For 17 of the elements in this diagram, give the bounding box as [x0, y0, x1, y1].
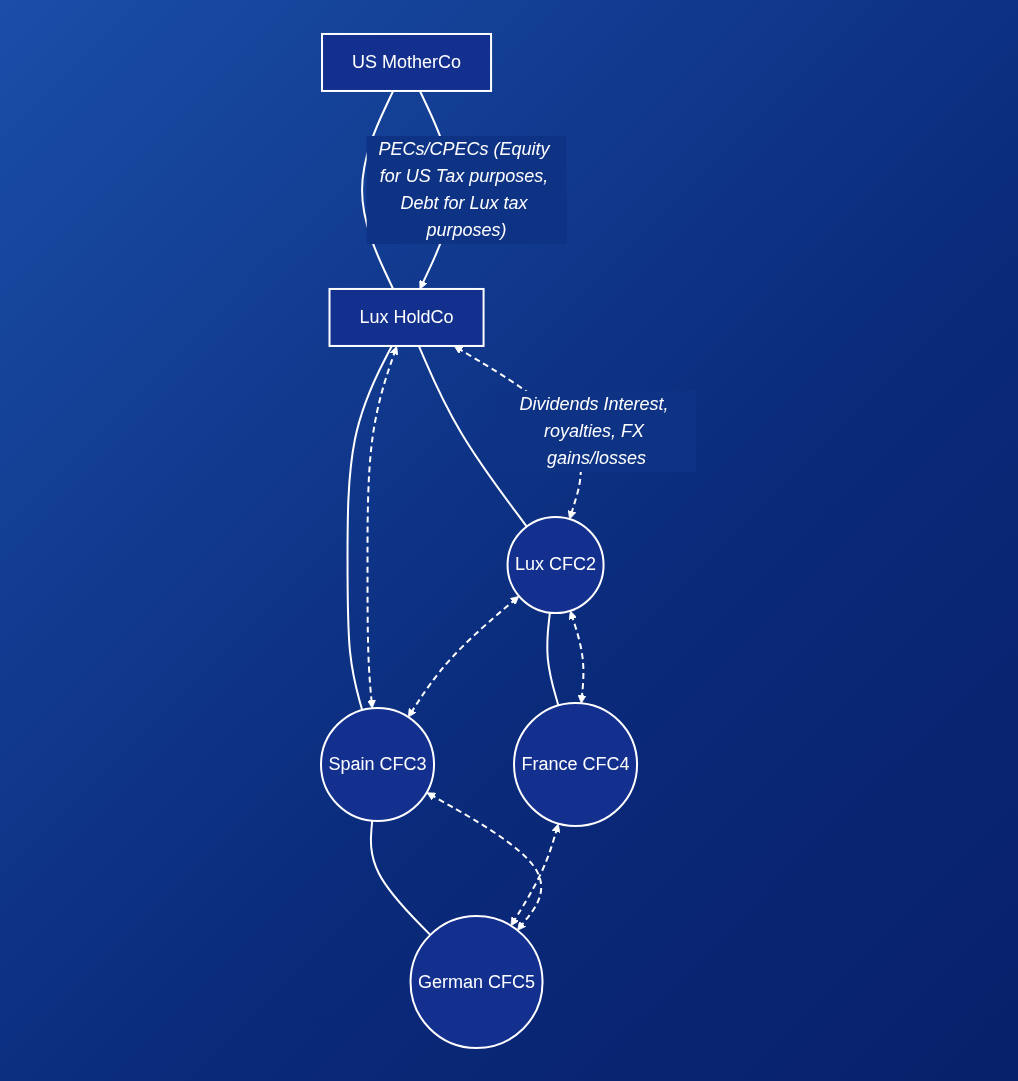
- edge-label: PECs/CPECs (Equity for US Tax purposes, Debt for Lux tax purposes): [378, 138, 550, 240]
- node-circle: Lux CFC2: [506, 515, 605, 614]
- node-box: US MotherCo: [321, 32, 493, 92]
- connector: [418, 344, 528, 528]
- connector: [370, 819, 432, 936]
- arrow: [408, 595, 520, 717]
- node-circle: Spain CFC3: [320, 706, 436, 822]
- arrow: [366, 345, 399, 709]
- node-box: Lux HoldCo: [328, 287, 485, 347]
- connector: [346, 344, 393, 711]
- arrow: [568, 610, 587, 704]
- edge-label: Dividends Interest, royalties, FX gains/losses: [519, 393, 669, 468]
- node-circle: German CFC5: [409, 914, 544, 1049]
- arrow: [426, 791, 543, 931]
- connector: [546, 611, 560, 706]
- arrow: [510, 823, 561, 926]
- node-circle: France CFC4: [513, 701, 639, 827]
